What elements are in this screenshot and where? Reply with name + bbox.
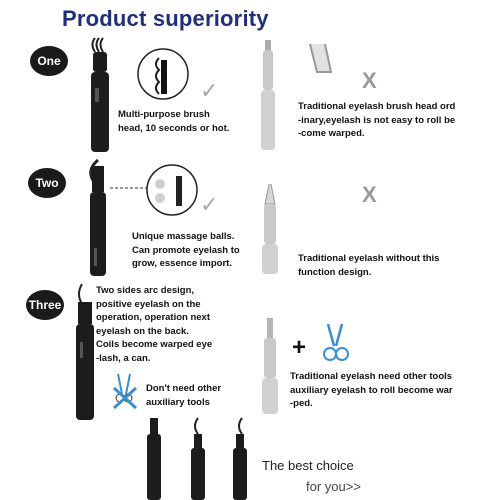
- row-three-badge: Three: [26, 290, 64, 320]
- traditional-curler-two: [262, 183, 278, 274]
- plus-icon: +: [292, 334, 307, 361]
- best-choice-text: The best choice: [262, 458, 354, 473]
- product-device-middle: [191, 417, 205, 500]
- zoom-connector-line: [110, 187, 156, 189]
- massage-balls-zoom: [146, 164, 198, 216]
- traditional-curler-three: [262, 318, 278, 414]
- traditional-text-three: Traditional eyelash need other tools aux…: [290, 371, 453, 409]
- eyelash-curler-tool-icon: [323, 323, 349, 361]
- cross-mark-icon: X: [362, 182, 377, 207]
- traditional-text-one: Traditional eyelash brush head ord -inar…: [298, 101, 456, 139]
- feature-text-one: Multi-purpose brush head, 10 seconds or …: [118, 109, 230, 134]
- for-you-text: for you>>: [306, 479, 361, 494]
- check-mark-icon: ✓: [200, 192, 219, 217]
- heated-curler-device-two: [89, 158, 106, 276]
- heated-curler-device-three: [76, 283, 94, 420]
- row-one-badge: One: [30, 46, 68, 76]
- heated-curler-device-one: [91, 37, 109, 152]
- product-device-right: [233, 417, 247, 500]
- cross-mark-icon: X: [362, 68, 377, 93]
- product-device-left: [147, 418, 161, 500]
- traditional-curler-one: [261, 40, 333, 150]
- feature-text-three: Two sides arc design, positive eyelash o…: [96, 285, 213, 364]
- row-two-badge: Two: [28, 168, 66, 198]
- aux-tools-text: Don't need other auxiliary tools: [146, 383, 222, 408]
- feature-text-two: Unique massage balls. Can promote eyelas…: [132, 231, 240, 269]
- check-mark-icon: ✓: [200, 78, 219, 103]
- traditional-text-two: Traditional eyelash without this functio…: [298, 253, 440, 278]
- brush-head-zoom: [137, 48, 189, 100]
- page-title: Product superiority: [62, 6, 269, 31]
- crossed-auxiliary-tool-icon: [112, 373, 138, 410]
